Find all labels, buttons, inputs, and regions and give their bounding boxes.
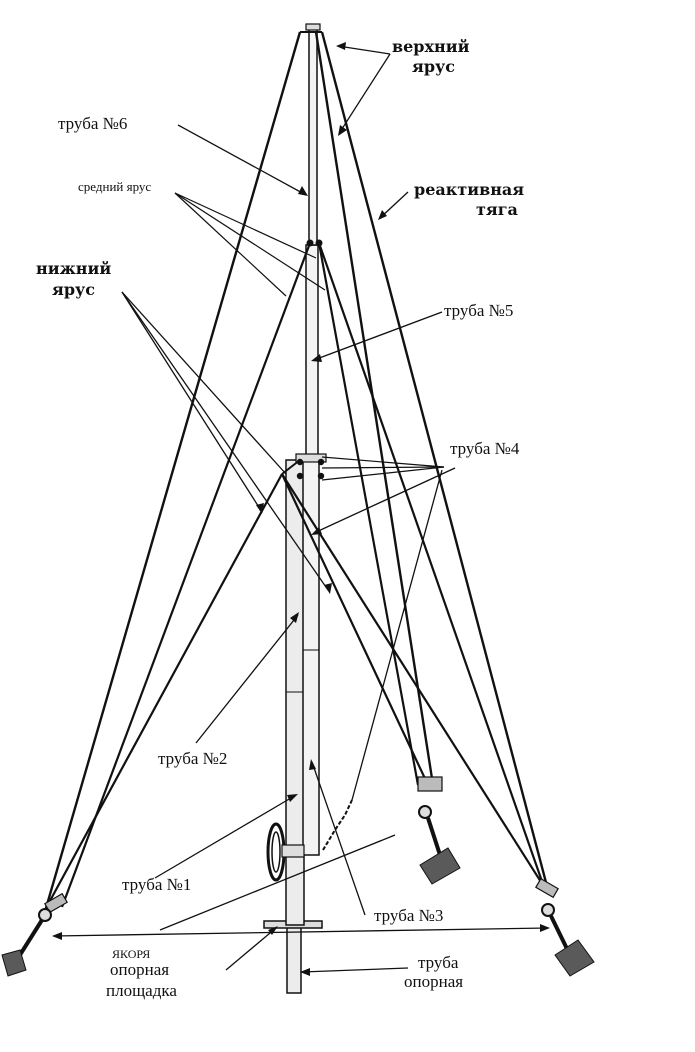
label-tube-3: труба №3 (374, 906, 443, 925)
tube-6 (305, 23, 321, 246)
anchor-right (535, 877, 595, 977)
label-tube-5: труба №5 (444, 301, 513, 320)
label-upper-tier-2: ярус (412, 57, 455, 76)
tube-5 (305, 244, 319, 461)
middle-tier-guys (60, 242, 547, 908)
anchor-center (417, 776, 461, 885)
label-lower-tier-2: ярус (52, 280, 95, 299)
label-platform-1: опорная (110, 960, 169, 979)
label-middle-tier: средний ярус (78, 179, 151, 194)
label-lower-tier-1: нижний (36, 259, 111, 278)
label-support-1: труба (418, 953, 459, 972)
label-reactive-1: реактивная (414, 180, 524, 199)
label-tube-1: труба №1 (122, 875, 191, 894)
label-upper-tier-1: верхний (392, 37, 470, 56)
lower-tier-guys (44, 459, 549, 911)
reactive-thrust-line (351, 469, 443, 801)
upper-tier-guys (42, 31, 550, 916)
label-tube-2: труба №2 (158, 749, 227, 768)
label-reactive-2: тяга (476, 200, 518, 219)
winch-chain (322, 799, 353, 851)
anchor-left (1, 892, 68, 977)
label-tube-4: труба №4 (450, 439, 520, 458)
winch-wheel (266, 822, 305, 882)
label-platform-2: площадка (106, 981, 177, 1000)
label-tube-6: труба №6 (58, 114, 127, 133)
leader-lines (52, 42, 550, 976)
label-anchors: ЯКОРЯ (112, 947, 150, 961)
collar-clamps (295, 453, 327, 480)
label-support-2: опорная (404, 972, 463, 991)
support-tube (286, 924, 302, 994)
